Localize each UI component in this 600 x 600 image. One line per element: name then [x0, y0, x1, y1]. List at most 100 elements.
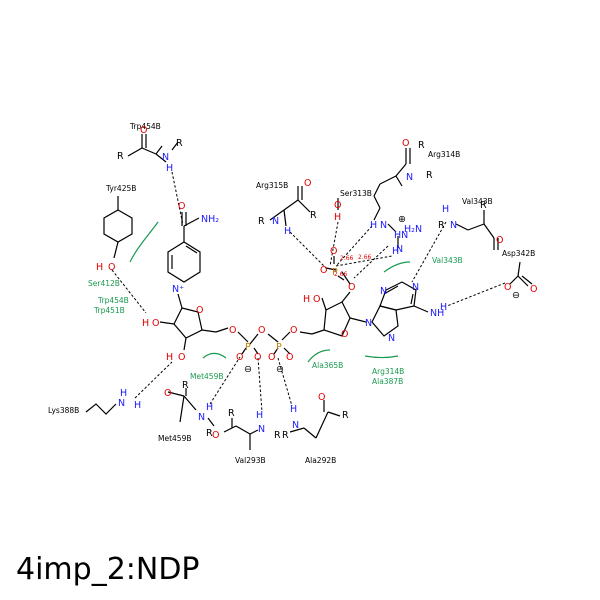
atom-o: O — [320, 265, 327, 276]
atom-r: R — [426, 170, 433, 181]
atom-hn: HN — [394, 230, 408, 241]
adenosine-ribose — [323, 301, 351, 337]
distance-labels: 2.66 2.66 2.66 — [334, 254, 372, 278]
residue-arg315: Arg315B — [256, 181, 288, 190]
atom-o: O — [178, 201, 185, 212]
residue-val293: Val293B — [235, 456, 266, 465]
atom-h: H — [370, 220, 377, 231]
atom-o: O — [402, 138, 409, 149]
atom-n: N — [412, 282, 419, 293]
hydrophobic-trp451: Trp451B — [93, 306, 125, 315]
distance-label: 2.66 — [334, 271, 348, 278]
atom-n: N — [380, 220, 387, 231]
atom-n-plus: N⁺ — [172, 284, 184, 295]
atom-h: H — [120, 388, 127, 399]
residue-trp454-top: Trp454B — [129, 122, 161, 131]
atom-o: O — [348, 282, 355, 293]
residue-tyr425: Tyr425B — [105, 184, 136, 193]
residue-ala292: Ala292B — [305, 456, 336, 465]
atom-h: H — [284, 226, 291, 237]
residue-lys388: Lys388B — [48, 406, 79, 415]
atom-o: O — [334, 200, 341, 211]
hydrophobic-ser412: Ser412B — [88, 279, 120, 288]
atom-r: R — [310, 210, 317, 221]
atom-n: N — [292, 420, 299, 431]
atom-n: N — [380, 286, 387, 297]
ndp-ligand — [159, 212, 429, 355]
atom-o: O — [286, 352, 293, 363]
residue-skeletons — [85, 134, 533, 450]
atom-o: O — [212, 430, 219, 441]
atom-h: H — [290, 404, 297, 415]
distance-label: 2.66 — [358, 254, 372, 261]
nicotinamide-ribose — [173, 307, 203, 339]
atom-n: N — [198, 412, 205, 423]
atom-o: O — [341, 329, 348, 340]
atom-p: P — [276, 342, 282, 353]
hydrophobic-ala365: Ala365B — [312, 361, 343, 370]
atom-r: R — [258, 216, 265, 227]
atom-o: O — [140, 125, 147, 136]
atom-n: N — [162, 152, 169, 163]
hydrogen-bonds — [111, 171, 506, 413]
atom-n: N — [258, 424, 265, 435]
atom-h: H — [392, 246, 399, 257]
atom-o: O — [164, 388, 171, 399]
atom-r: R — [342, 410, 349, 421]
atom-o: O — [304, 178, 311, 189]
structure-caption: 4imp_2:NDP — [16, 552, 200, 587]
atom-o: O — [504, 282, 511, 293]
atom-p: P — [245, 342, 251, 353]
atom-r: R — [480, 200, 487, 211]
atom-h: H — [334, 212, 341, 223]
residue-ser313: Ser313B — [340, 189, 372, 198]
atom-o: O — [178, 352, 185, 363]
hydrophobic-trp454: Trp454B — [97, 296, 129, 305]
atom-o: O — [330, 246, 337, 257]
atom-h: H — [134, 400, 141, 411]
atom-h: H — [96, 262, 103, 273]
atom-minus: ⊖ — [244, 364, 252, 375]
atom-labels: R O N R H O H N⁺ O NH₂ O O H O H O P O P… — [96, 125, 537, 441]
nicotinamide-ring — [167, 241, 201, 283]
atom-nh: NH — [430, 308, 444, 319]
tyr-ring — [103, 209, 133, 243]
atom-o: O — [268, 352, 275, 363]
atom-o: O — [152, 318, 159, 329]
atom-n: N — [118, 398, 125, 409]
atom-o: O — [290, 325, 297, 336]
atom-h: H — [440, 302, 447, 313]
atom-r: R — [206, 428, 213, 439]
atom-r: R — [182, 380, 189, 391]
atom-r: R — [418, 140, 425, 151]
atom-h: H — [166, 163, 173, 174]
atom-o: O — [254, 352, 261, 363]
atom-o: O — [313, 294, 320, 305]
atom-o: O — [236, 352, 243, 363]
atom-h: H — [442, 204, 449, 215]
atom-r: R — [117, 151, 124, 162]
hydrophobic-val343: Val343B — [432, 256, 463, 265]
atom-o: O — [318, 392, 325, 403]
atom-o: O — [258, 325, 265, 336]
atom-h: H — [256, 410, 263, 421]
atom-n: N — [450, 220, 457, 231]
hydrophobic-arg314: Arg314B — [372, 367, 404, 376]
atom-r: R — [176, 138, 183, 149]
atom-n: N — [272, 216, 279, 227]
atom-minus: ⊖ — [512, 290, 520, 301]
residue-asp342: Asp342B — [502, 249, 535, 258]
hydrophobic-met459: Met459B — [190, 372, 224, 381]
adenine-imidazole — [371, 305, 399, 337]
atom-o: O — [196, 305, 203, 316]
atom-r: R — [282, 430, 289, 441]
distance-label: 2.66 — [340, 255, 354, 262]
atom-h: H — [303, 294, 310, 305]
residue-arg314-top: Arg314B — [428, 150, 460, 159]
atom-n: N — [388, 333, 395, 344]
adenine-pyrimidine — [379, 281, 417, 311]
atom-o: O — [496, 235, 503, 246]
atom-plus: ⊕ — [398, 214, 406, 225]
atom-n: N — [396, 244, 403, 255]
